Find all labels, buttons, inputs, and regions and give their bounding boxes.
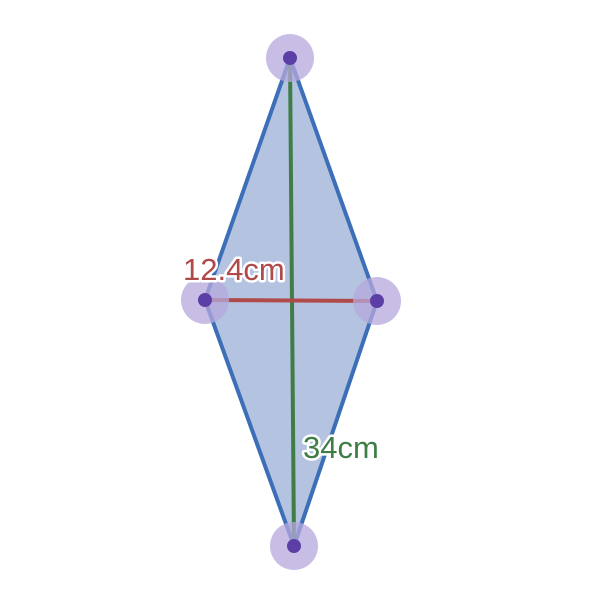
vertex-bottom[interactable] xyxy=(287,539,301,553)
vertex-right[interactable] xyxy=(370,294,384,308)
horizontal-diagonal xyxy=(203,298,379,303)
vertex-top[interactable] xyxy=(283,51,297,65)
vertical-diagonal-label: 34cm xyxy=(303,430,379,465)
vertex-left[interactable] xyxy=(198,293,212,307)
horizontal-diagonal-label: 12.4cm xyxy=(183,252,285,287)
